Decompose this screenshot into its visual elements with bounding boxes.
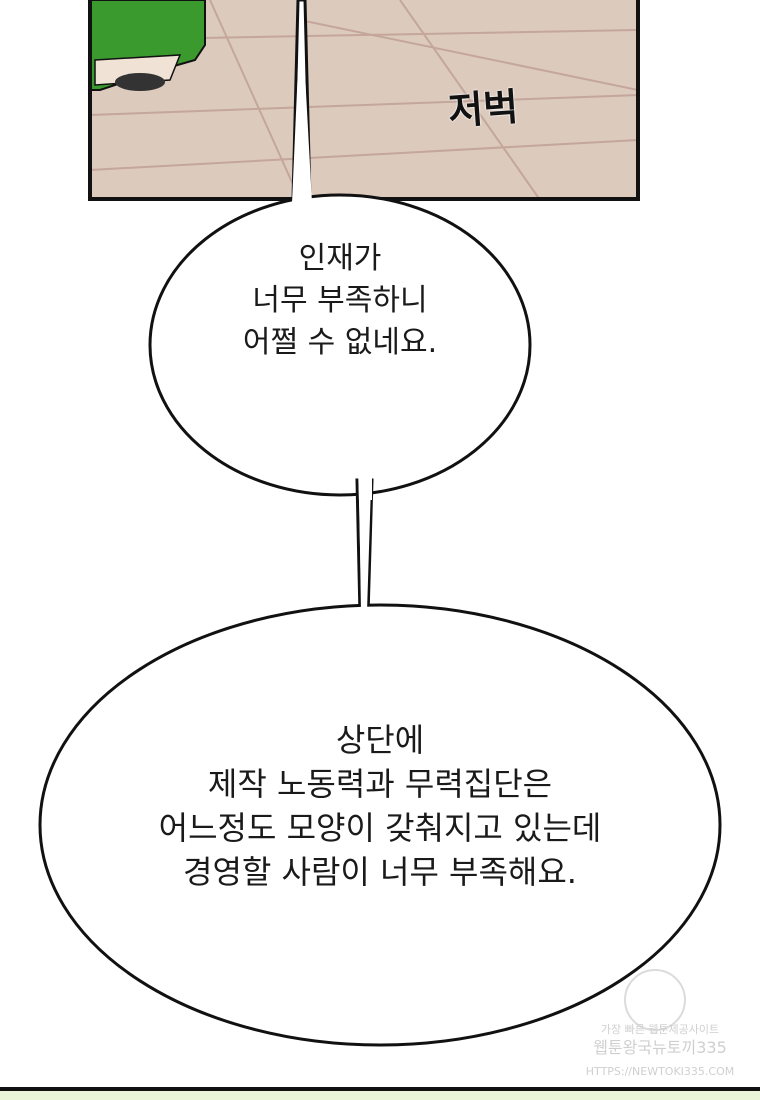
speech-bubble-1 <box>148 0 532 497</box>
dialogue-line: 경영할 사람이 너무 부족해요. <box>183 853 577 891</box>
bubble1-text: 인재가 너무 부족하니 어쩔 수 없네요. <box>150 238 530 364</box>
svg-text:HTTPS://NEWTOKI335.COM: HTTPS://NEWTOKI335.COM <box>586 1065 734 1078</box>
next-panel <box>0 1091 760 1100</box>
dialogue-line: 상단에 <box>335 721 425 759</box>
bubble2-text: 상단에 제작 노동력과 무력집단은 어느정도 모양이 갖춰지고 있는데 경영할 … <box>40 718 720 894</box>
dialogue-line: 어쩔 수 없네요. <box>242 325 438 360</box>
dialogue-line: 너무 부족하니 <box>252 283 428 318</box>
svg-text:웹툰왕국뉴토끼335: 웹툰왕국뉴토끼335 <box>593 1038 727 1057</box>
watermark: 가장 빠른 웹툰제공사이트 웹툰왕국뉴토끼335 HTTPS://NEWTOKI… <box>586 969 734 1078</box>
dialogue-line: 인재가 <box>298 241 382 276</box>
dialogue-line: 어느정도 모양이 갖춰지고 있는데 <box>158 809 602 847</box>
speech-bubble-2 <box>38 470 722 1047</box>
svg-text:가장 빠른 웹툰제공사이트: 가장 빠른 웹툰제공사이트 <box>601 1023 719 1036</box>
top-panel <box>88 0 640 201</box>
sound-effect: 저벅 <box>446 84 520 134</box>
next-panel-border <box>0 1087 760 1091</box>
dialogue-line: 제작 노동력과 무력집단은 <box>207 765 553 803</box>
